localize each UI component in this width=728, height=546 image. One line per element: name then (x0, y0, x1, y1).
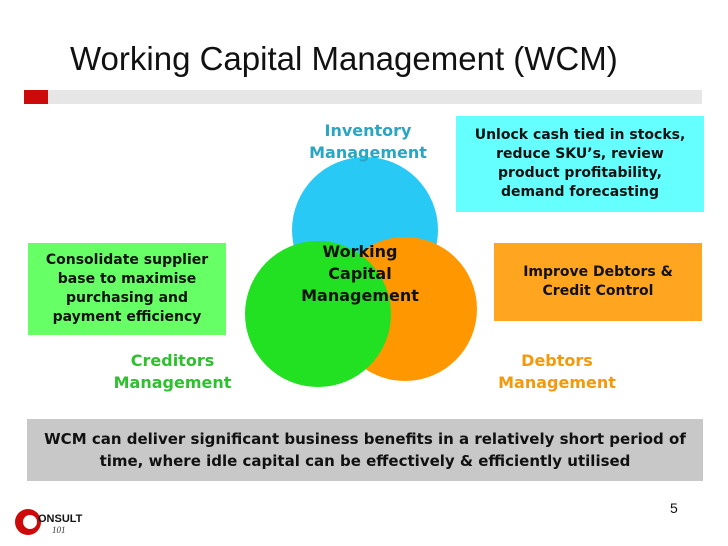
wcm-center-text: Working Capital Management (301, 242, 419, 305)
title-accent-block (24, 90, 48, 104)
creditors-label-text: Creditors Management (113, 351, 232, 392)
debtors-callout-box: Improve Debtors & Credit Control (494, 243, 702, 321)
summary-text: WCM can deliver significant business ben… (44, 430, 686, 470)
creditors-callout-text: Consolidate supplier base to maximise pu… (45, 252, 209, 325)
inventory-callout-box: Unlock cash tied in stocks, reduce SKU’s… (456, 116, 704, 212)
creditors-callout-box: Consolidate supplier base to maximise pu… (28, 243, 226, 335)
inventory-management-label: Inventory Management (298, 120, 438, 164)
creditors-management-label: Creditors Management (100, 350, 245, 394)
summary-box: WCM can deliver significant business ben… (27, 419, 703, 481)
consult-logo-icon: ONSULT 101 (15, 509, 83, 535)
debtors-label-text: Debtors Management (498, 351, 616, 392)
inventory-callout-text: Unlock cash tied in stocks, reduce SKU’s… (474, 127, 686, 200)
logo-subtext: 101 (52, 525, 66, 535)
creditors-circle (245, 241, 391, 387)
wcm-center-label: Working Capital Management (290, 241, 430, 307)
debtors-callout-text: Improve Debtors & Credit Control (523, 264, 673, 299)
inventory-label-text: Inventory Management (309, 121, 427, 162)
title-underline-bar (24, 90, 702, 104)
page-number: 5 (670, 500, 678, 516)
slide-title: Working Capital Management (WCM) (70, 40, 618, 77)
logo-text: ONSULT (38, 513, 83, 525)
debtors-management-label: Debtors Management (487, 350, 627, 394)
